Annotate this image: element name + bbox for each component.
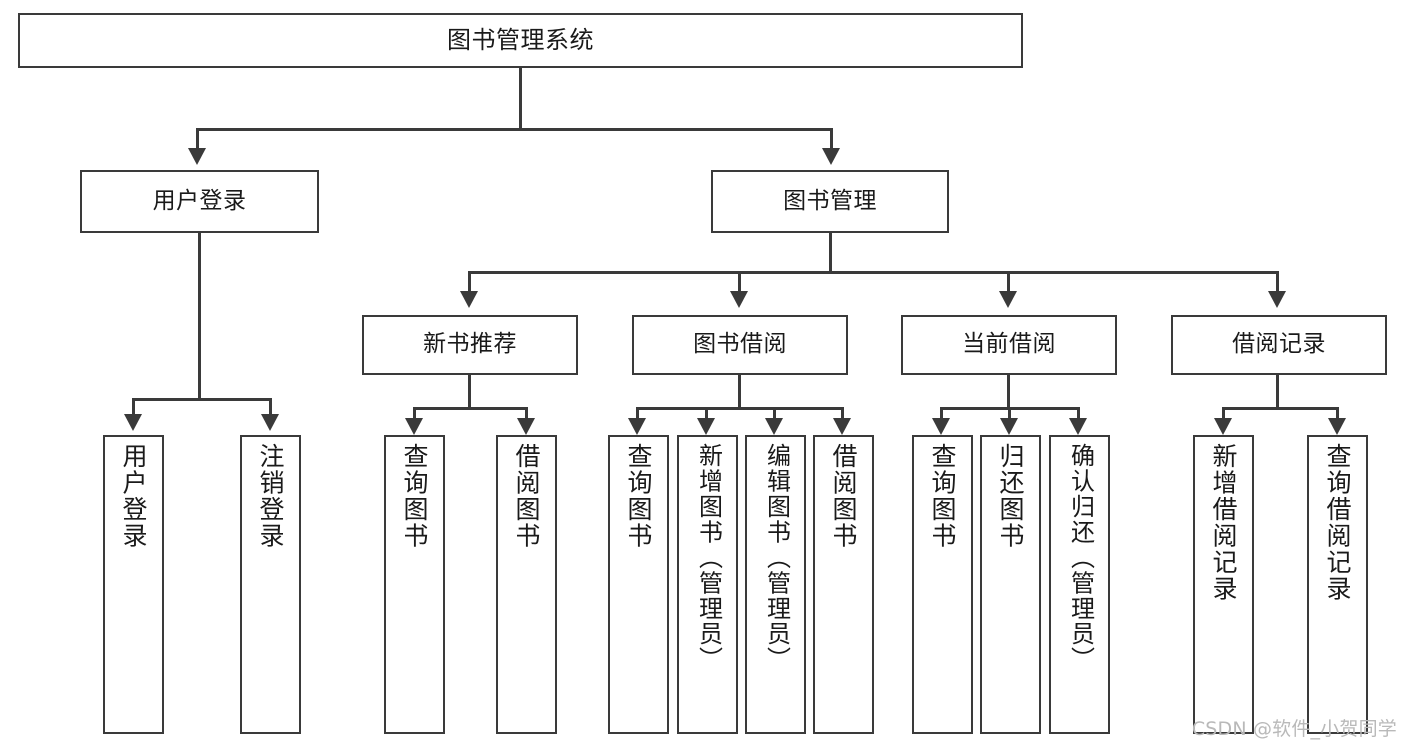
arrow-to-leaf-edit-book (765, 418, 783, 435)
leaf-query-borrow-record[interactable]: 查询借阅记录 (1307, 435, 1368, 734)
connector-borrow-stem (738, 375, 741, 409)
connector-userlogin-arm-2 (269, 398, 272, 416)
node-label: 查询借阅记录 (1323, 443, 1352, 602)
connector-current-arm-2 (1008, 407, 1011, 421)
connector-bookmanage-stem (829, 233, 832, 273)
node-label: 借阅记录 (1232, 331, 1326, 358)
leaf-edit-book-admin[interactable]: 编辑图书（管理员） (745, 435, 806, 734)
node-label: 图书管理 (783, 187, 877, 214)
leaf-add-book-admin[interactable]: 新增图书（管理员） (677, 435, 738, 734)
node-new-book-recommend[interactable]: 新书推荐 (362, 315, 578, 375)
connector-recommend-arm-1 (413, 407, 416, 421)
arrow-to-user-login (188, 148, 206, 165)
arrow-to-leaf-confirm-return (1069, 418, 1087, 435)
leaf-borrow-book-recommend[interactable]: 借阅图书 (496, 435, 557, 734)
node-book-borrow[interactable]: 图书借阅 (632, 315, 848, 375)
node-label: 编辑图书（管理员） (762, 443, 791, 672)
connector-records-arm-1 (1222, 407, 1225, 421)
connector-root-arm-right (830, 128, 833, 150)
connector-recommend-arm-2 (525, 407, 528, 421)
arrow-to-leaf-query-book-2 (628, 418, 646, 435)
node-label: 当前借阅 (962, 331, 1056, 358)
connector-userlogin-stem (198, 233, 201, 400)
node-label: 确认归还（管理员） (1066, 443, 1095, 672)
connector-borrow-arm-4 (841, 407, 844, 421)
arrow-to-leaf-query-record (1328, 418, 1346, 435)
node-label: 用户登录 (152, 187, 247, 214)
connector-userlogin-arm-1 (132, 398, 135, 416)
arrow-to-leaf-user-login (124, 414, 142, 431)
node-label: 借阅图书 (512, 443, 541, 549)
connector-userlogin-bus (132, 398, 272, 401)
node-current-borrow[interactable]: 当前借阅 (901, 315, 1117, 375)
node-label: 查询图书 (400, 443, 429, 549)
connector-bookmanage-bus (468, 271, 1279, 274)
leaf-logout[interactable]: 注销登录 (240, 435, 301, 734)
leaf-user-login[interactable]: 用户登录 (103, 435, 164, 734)
arrow-to-new-book-recommend (460, 291, 478, 308)
connector-recommend-bus (413, 407, 528, 410)
node-label: 用户登录 (119, 443, 148, 549)
leaf-query-book-current[interactable]: 查询图书 (912, 435, 973, 734)
node-label: 归还图书 (996, 443, 1025, 549)
leaf-query-book-recommend[interactable]: 查询图书 (384, 435, 445, 734)
node-user-login[interactable]: 用户登录 (80, 170, 319, 233)
node-label: 图书管理系统 (447, 26, 594, 55)
leaf-return-book[interactable]: 归还图书 (980, 435, 1041, 734)
connector-bookmanage-arm-2 (738, 271, 741, 293)
connector-bookmanage-arm-4 (1276, 271, 1279, 293)
node-label: 新增图书（管理员） (694, 443, 723, 672)
leaf-confirm-return-admin[interactable]: 确认归还（管理员） (1049, 435, 1110, 734)
connector-bookmanage-arm-3 (1007, 271, 1010, 293)
node-root-system[interactable]: 图书管理系统 (18, 13, 1023, 68)
connector-current-arm-3 (1077, 407, 1080, 421)
connector-root-stem (519, 68, 522, 130)
connector-bookmanage-arm-1 (468, 271, 471, 293)
node-label: 注销登录 (256, 443, 285, 549)
connector-records-stem (1276, 375, 1279, 409)
connector-recommend-stem (468, 375, 471, 409)
node-label: 借阅图书 (829, 443, 858, 549)
connector-borrow-arm-1 (636, 407, 639, 421)
arrow-to-leaf-query-book-3 (932, 418, 950, 435)
node-label: 查询图书 (928, 443, 957, 549)
arrow-to-leaf-return-book (1000, 418, 1018, 435)
arrow-to-leaf-add-book (697, 418, 715, 435)
node-label: 查询图书 (624, 443, 653, 549)
arrow-to-leaf-borrow-book-2 (833, 418, 851, 435)
connector-borrow-bus (636, 407, 844, 410)
connector-borrow-arm-3 (773, 407, 776, 421)
arrow-to-leaf-borrow-book-1 (517, 418, 535, 435)
leaf-borrow-book-borrow[interactable]: 借阅图书 (813, 435, 874, 734)
arrow-to-book-borrow (730, 291, 748, 308)
leaf-query-book-borrow[interactable]: 查询图书 (608, 435, 669, 734)
csdn-watermark: CSDN @软件_小贺同学 (1191, 718, 1397, 740)
node-label: 图书借阅 (693, 331, 787, 358)
connector-records-bus (1222, 407, 1339, 410)
node-borrow-records[interactable]: 借阅记录 (1171, 315, 1387, 375)
connector-current-arm-1 (940, 407, 943, 421)
leaf-add-borrow-record[interactable]: 新增借阅记录 (1193, 435, 1254, 734)
node-label: 新增借阅记录 (1209, 443, 1238, 602)
arrow-to-borrow-records (1268, 291, 1286, 308)
arrow-to-book-manage (822, 148, 840, 165)
connector-current-stem (1007, 375, 1010, 409)
arrow-to-leaf-add-record (1214, 418, 1232, 435)
connector-root-bus (196, 128, 833, 131)
node-label: 新书推荐 (423, 331, 517, 358)
arrow-to-leaf-query-book-1 (405, 418, 423, 435)
connector-root-arm-left (196, 128, 199, 150)
arrow-to-current-borrow (999, 291, 1017, 308)
node-book-manage[interactable]: 图书管理 (711, 170, 949, 233)
arrow-to-leaf-logout (261, 414, 279, 431)
connector-borrow-arm-2 (705, 407, 708, 421)
connector-records-arm-2 (1336, 407, 1339, 421)
